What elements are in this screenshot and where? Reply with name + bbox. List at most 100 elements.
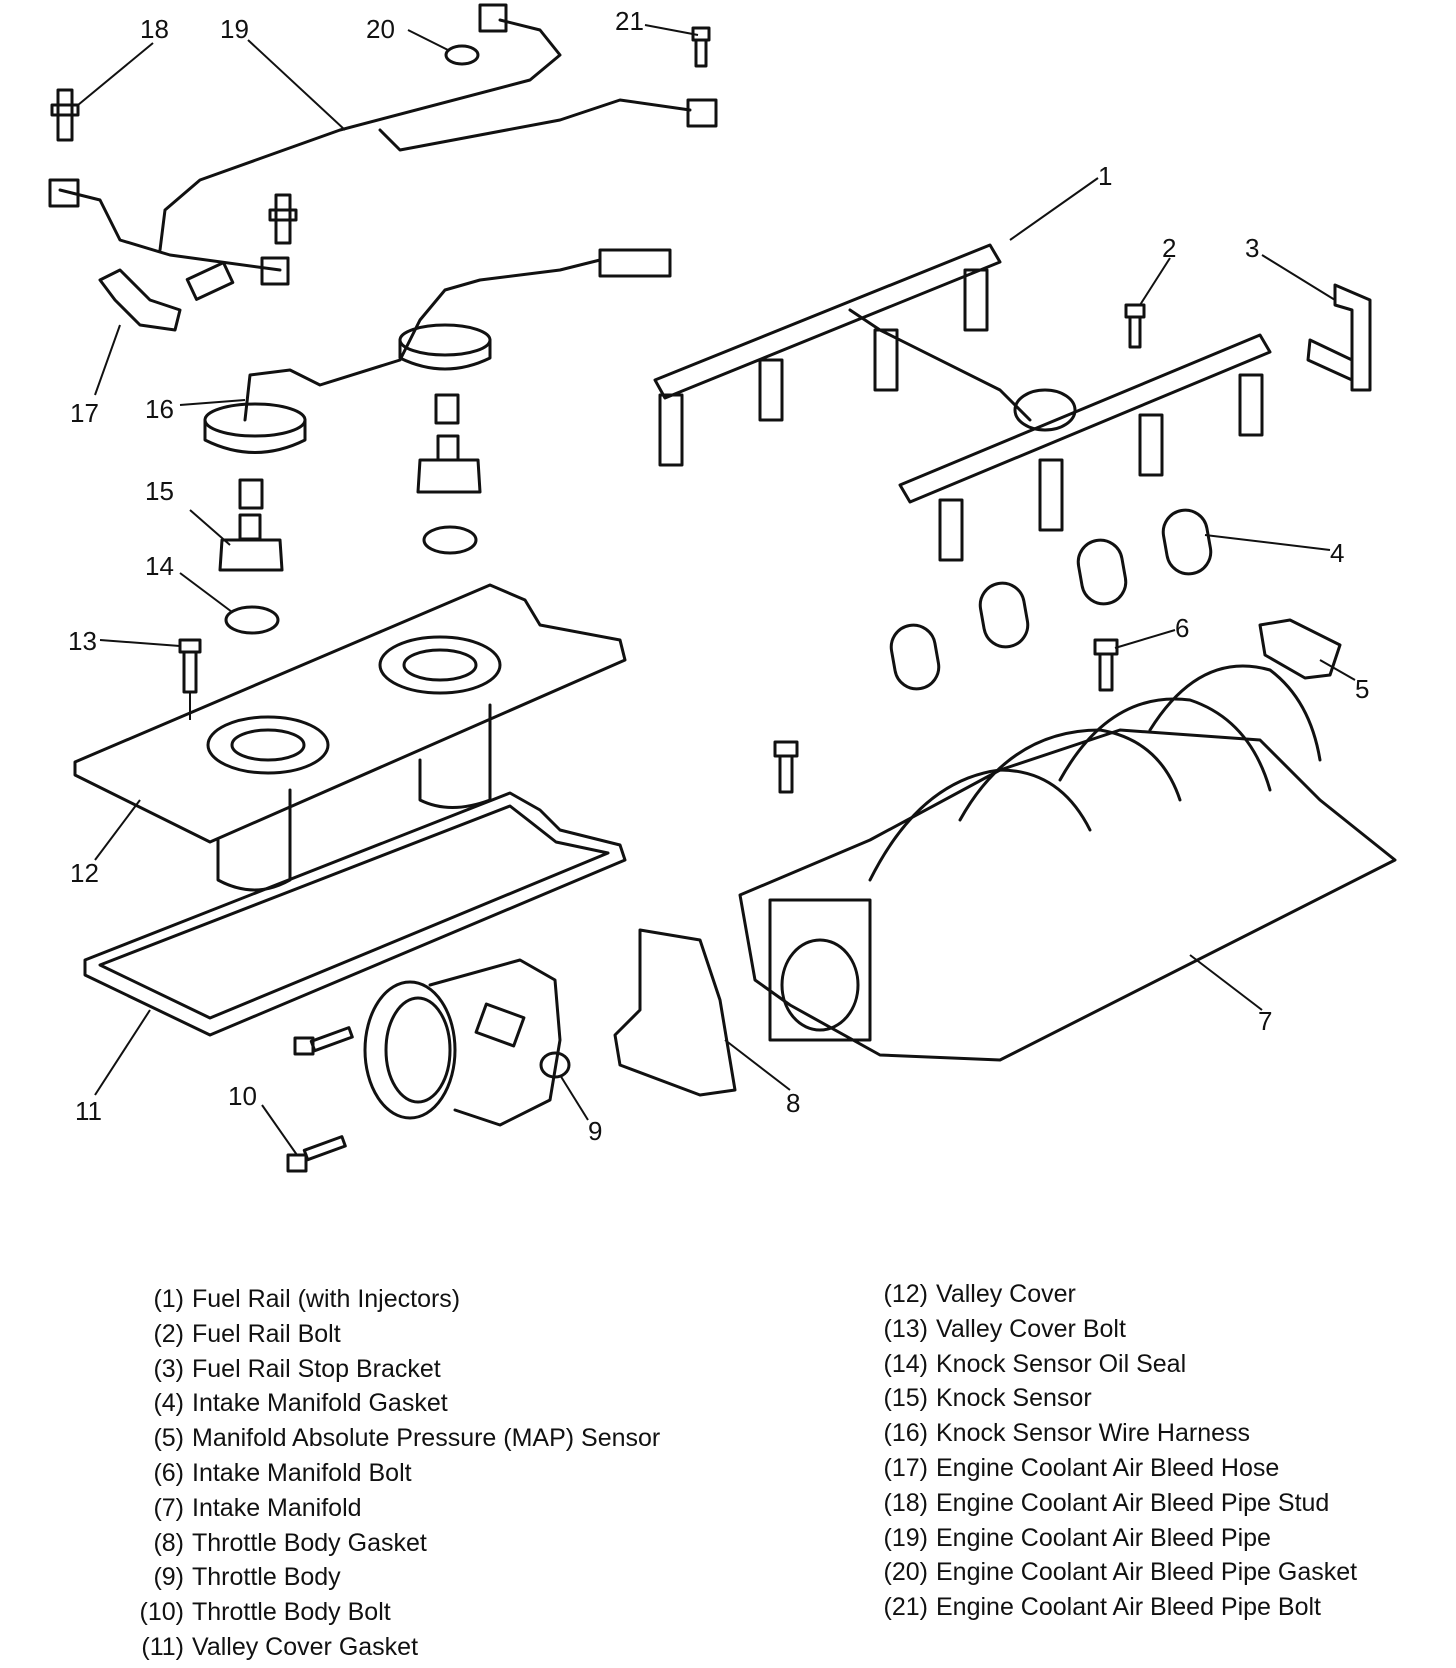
callout-1: 1: [1098, 161, 1112, 191]
callout-9: 9: [588, 1116, 602, 1146]
legend-label: Knock Sensor Wire Harness: [936, 1419, 1251, 1448]
legend-number: (19): [883, 1523, 928, 1552]
legend-item: (6) Intake Manifold Bolt: [72, 1456, 752, 1491]
legend-label: Intake Manifold Gasket: [192, 1389, 448, 1418]
legend-item: (4) Intake Manifold Gasket: [72, 1386, 752, 1421]
callout-10: 10: [228, 1081, 257, 1111]
legend-number: (4): [153, 1389, 184, 1418]
legend-number: (11): [141, 1632, 184, 1661]
legend-item: (2) Fuel Rail Bolt: [72, 1317, 752, 1352]
part-coolant-air-bleed-pipe: [48, 3, 718, 301]
part-intake-manifold: [738, 664, 1397, 1062]
legend-label: Valley Cover: [936, 1280, 1076, 1308]
part-fuel-rail: [653, 243, 1272, 562]
legend-label: Intake Manifold: [192, 1493, 362, 1522]
callout-2: 2: [1162, 233, 1176, 263]
callout-8: 8: [786, 1088, 800, 1118]
legend-left-column: (1) Fuel Rail (with Injectors) (2) Fuel Ra…: [72, 1282, 752, 1665]
legend-number: (6): [153, 1458, 184, 1487]
legend-number: (15): [883, 1384, 928, 1413]
legend-label: Throttle Body: [192, 1563, 341, 1592]
part-fuel-rail-stop-bracket: [1306, 283, 1372, 392]
legend-number: (13): [883, 1314, 928, 1343]
callout-12: 12: [70, 858, 99, 888]
part-valley-cover: [73, 583, 627, 892]
legend-number: (9): [153, 1563, 184, 1592]
legend-number: (1): [153, 1285, 184, 1313]
legend-number: (12): [883, 1280, 928, 1308]
legend-item: (20) Engine Coolant Air Bleed Pipe Gasket: [816, 1555, 1456, 1590]
legend-label: Fuel Rail (with Injectors): [192, 1285, 461, 1313]
callout-3: 3: [1245, 233, 1259, 263]
callout-16: 16: [145, 394, 174, 424]
part-map-sensor: [1258, 618, 1342, 680]
legend-item: (13) Valley Cover Bolt: [816, 1312, 1456, 1347]
legend-label: Engine Coolant Air Bleed Pipe Gasket: [936, 1558, 1358, 1587]
legend-item: (7) Intake Manifold: [72, 1491, 752, 1526]
legend-number: (18): [883, 1488, 928, 1517]
legend-label: Engine Coolant Air Bleed Pipe Stud: [936, 1488, 1330, 1517]
part-knock-sensor-oil-seal: [224, 525, 478, 635]
leader-lines: [77, 24, 1356, 1156]
legend-number: (10): [139, 1598, 184, 1627]
legend-number: (8): [153, 1528, 184, 1557]
legend-number: (17): [883, 1453, 928, 1482]
legend-item: (11) Valley Cover Gasket: [72, 1630, 752, 1665]
exploded-parts-diagram: 1 2 3 4 5 6 7 8 9 10 11 12 13 14 15 16 1…: [48, 3, 1397, 1173]
callout-6: 6: [1175, 613, 1189, 643]
callout-numbers: 1 2 3 4 5 6 7 8 9 10 11 12 13 14 15 16 1…: [68, 6, 1369, 1146]
legend-number: (5): [153, 1424, 184, 1453]
part-coolant-air-bleed-hose: [98, 268, 182, 332]
part-coolant-air-bleed-pipe-stud: [50, 88, 298, 245]
legend-item: (1) Fuel Rail (with Injectors): [72, 1282, 752, 1317]
callout-5: 5: [1355, 674, 1369, 704]
legend-label: Knock Sensor: [936, 1384, 1092, 1413]
legend-item: (3)Fuel Rail Stop Bracket: [72, 1352, 752, 1387]
legend-item: (12) Valley Cover: [816, 1277, 1456, 1312]
part-throttle-body-bolt: [286, 1026, 354, 1173]
legend-label: Valley Cover Bolt: [936, 1314, 1126, 1343]
callout-4: 4: [1330, 538, 1344, 568]
callout-14: 14: [145, 551, 174, 581]
callout-20: 20: [366, 14, 395, 44]
legend-item: (14)Knock Sensor Oil Seal: [816, 1347, 1456, 1382]
part-knock-sensor: [218, 434, 482, 572]
legend-label: Engine Coolant Air Bleed Hose: [936, 1453, 1280, 1482]
legend-label: Fuel Rail Stop Bracket: [192, 1354, 441, 1383]
legend-item: (8) Throttle Body Gasket: [72, 1526, 752, 1561]
legend-item: (5)Manifold Absolute Pressure (MAP) Sens…: [72, 1421, 752, 1456]
part-knock-sensor-wire-harness: [203, 248, 672, 510]
legend-label: Throttle Body Bolt: [192, 1598, 391, 1627]
legend-item: (9) Throttle Body: [72, 1560, 752, 1595]
part-valley-cover-bolt: [178, 638, 202, 720]
callout-19: 19: [220, 14, 249, 44]
legend-item: (17) Engine Coolant Air Bleed Hose: [816, 1451, 1456, 1486]
legend-right-column: (12) Valley Cover (13) Valley Cover Bolt (…: [816, 1277, 1456, 1625]
callout-18: 18: [140, 14, 169, 44]
callout-15: 15: [145, 476, 174, 506]
callout-11: 11: [75, 1096, 102, 1126]
legend-label: Throttle Body Gasket: [192, 1528, 427, 1557]
part-throttle-body-gasket: [613, 928, 737, 1097]
callout-21: 21: [615, 6, 644, 36]
legend-number: (20): [883, 1558, 928, 1587]
legend-item: (21)Engine Coolant Air Bleed Pipe Bolt: [816, 1590, 1456, 1625]
legend-number: (7): [153, 1493, 184, 1522]
part-valley-cover-gasket: [83, 791, 627, 1037]
part-intake-manifold-gasket: [889, 508, 1213, 691]
legend-item: (16) Knock Sensor Wire Harness: [816, 1416, 1456, 1451]
legend-label: Intake Manifold Bolt: [192, 1458, 412, 1487]
legend-item: (15) Knock Sensor: [816, 1381, 1456, 1416]
legend-label: Valley Cover Gasket: [192, 1632, 419, 1661]
legend-label: Engine Coolant Air Bleed Pipe Bolt: [936, 1593, 1321, 1622]
legend-item: (19)Engine Coolant Air Bleed Pipe: [816, 1521, 1456, 1556]
legend-number: (2): [153, 1319, 184, 1348]
callout-13: 13: [68, 626, 97, 656]
part-throttle-body: [363, 958, 571, 1127]
part-fuel-rail-bolt: [1124, 303, 1146, 349]
legend-label: Fuel Rail Bolt: [192, 1319, 341, 1348]
legend-item: (18) Engine Coolant Air Bleed Pipe Stud: [816, 1486, 1456, 1521]
part-coolant-air-bleed-pipe-gasket: [444, 44, 480, 66]
legend-label: Knock Sensor Oil Seal: [936, 1349, 1187, 1378]
legend-number: (16): [883, 1419, 928, 1448]
